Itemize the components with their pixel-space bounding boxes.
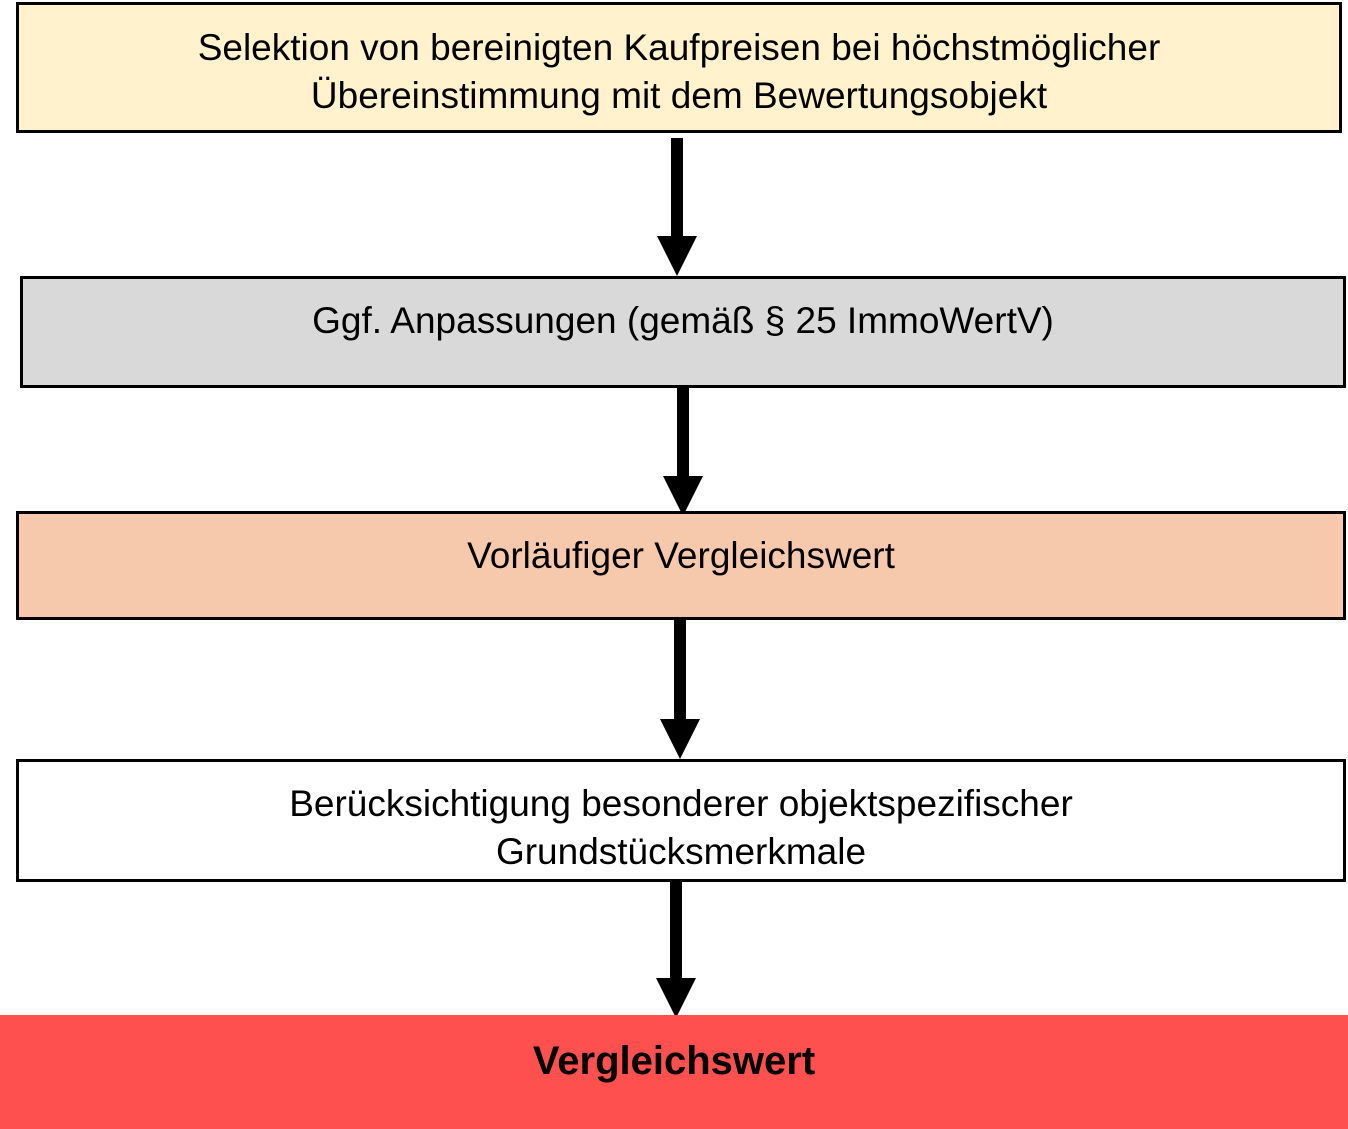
step-preliminary-value-box: Vorläufiger Vergleichswert [16,511,1346,620]
step-preliminary-value-label: Vorläufiger Vergleichswert [467,535,895,576]
step-adjustments-label: Ggf. Anpassungen (gemäß § 25 ImmoWertV) [312,300,1054,341]
step-selection-box: Selektion von bereinigten Kaufpreisen be… [16,2,1342,133]
step-special-features-box: Berücksichtigung besonderer objektspezif… [16,759,1346,882]
arrow-selection-to-adjustments [657,138,697,276]
step-selection-label-line-1: Selektion von bereinigten Kaufpreisen be… [197,27,1161,68]
step-comparison-value-label: Vergleichswert [532,1039,816,1083]
step-special-features-label-line-2: Grundstücksmerkmale [495,831,867,872]
arrow-special-features-to-comparison-value [656,882,696,1018]
step-comparison-value-box: Vergleichswert [0,1015,1348,1129]
arrow-adjustments-to-preliminary [663,388,703,516]
arrow-preliminary-to-special-features [660,620,700,759]
step-special-features-label-line-1: Berücksichtigung besonderer objektspezif… [289,783,1073,824]
step-adjustments-box: Ggf. Anpassungen (gemäß § 25 ImmoWertV) [20,276,1346,388]
step-selection-label-line-2: Übereinstimmung mit dem Bewertungsobjekt [310,75,1048,116]
